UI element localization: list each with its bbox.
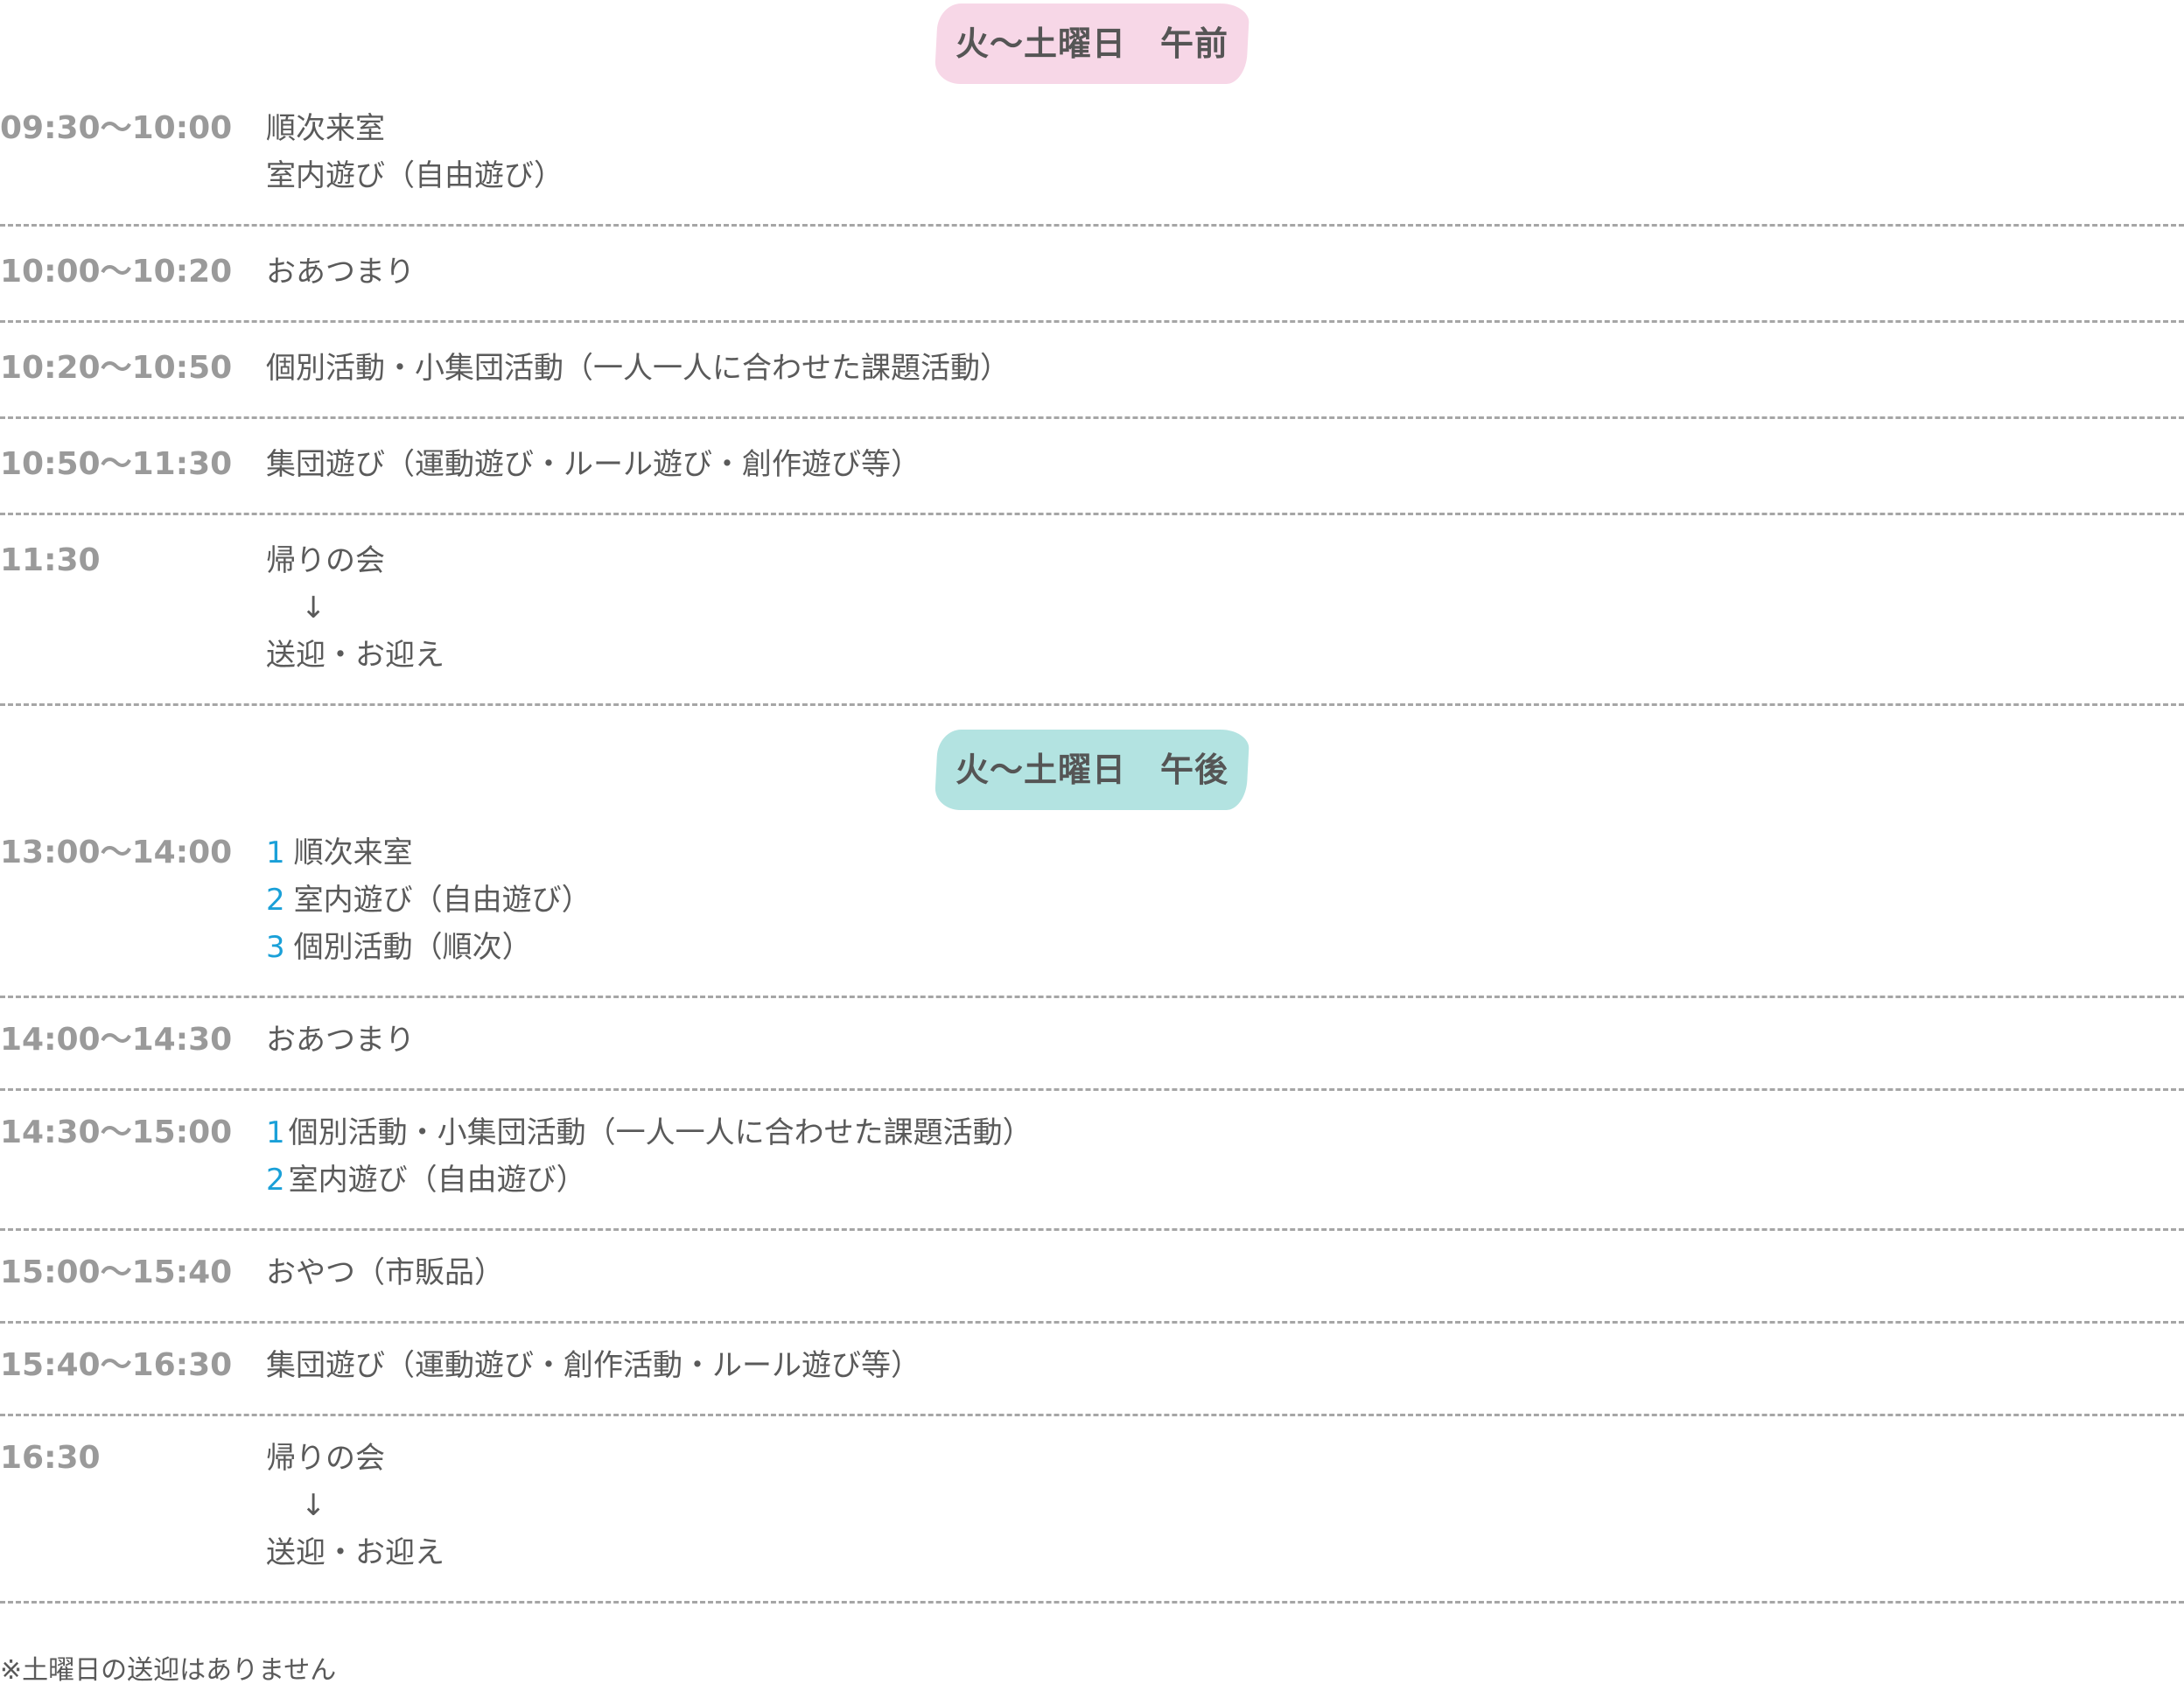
- row-divider: [0, 1321, 2184, 1324]
- row-time: 09:30〜10:00: [0, 110, 233, 146]
- activity-line: 順次来室: [266, 111, 385, 146]
- activity-text: 室内遊び（自由遊び）: [293, 883, 592, 918]
- morning-title-badge: 火〜土曜日 午前: [934, 3, 1250, 84]
- row-divider: [0, 1088, 2184, 1091]
- row-time: 15:00〜15:40: [0, 1254, 233, 1290]
- row-time: 14:30〜15:00: [0, 1115, 233, 1150]
- activity-text: 個別活動・小集団活動（一人一人に合わせた課題活動）: [288, 1115, 1032, 1150]
- down-arrow-icon: ↓: [301, 1488, 326, 1523]
- activity-line: 集団遊び（運動遊び・創作活動・ルール遊び等）: [266, 1348, 920, 1383]
- activity-line: 個別活動・小集団活動（一人一人に合わせた課題活動）: [266, 351, 1010, 386]
- afternoon-title-badge: 火〜土曜日 午後: [934, 730, 1250, 810]
- item-number: 1: [266, 1115, 285, 1150]
- row-divider: [0, 703, 2184, 706]
- row-time: 13:00〜14:00: [0, 835, 233, 870]
- row-divider: [0, 1228, 2184, 1231]
- row-activities: 帰りの会 ↓ 送迎・お迎え: [266, 537, 444, 679]
- item-number: 2: [266, 883, 285, 918]
- row-divider: [0, 513, 2184, 515]
- footer-note: ※土曜日の送迎はありません: [0, 1655, 337, 1686]
- morning-title: 火〜土曜日 午前: [955, 24, 1228, 63]
- down-arrow-icon: ↓: [301, 590, 326, 625]
- row-activities: 集団遊び（運動遊び・創作活動・ルール遊び等）: [266, 1342, 920, 1389]
- row-time: 14:00〜14:30: [0, 1022, 233, 1058]
- item-number: 1: [266, 835, 285, 870]
- activity-text: 順次来室: [293, 835, 413, 870]
- row-activities: 集団遊び（運動遊び・ルール遊び・創作遊び等）: [266, 441, 920, 488]
- activity-text: 個別活動（順次）: [293, 930, 532, 965]
- activity-line: おやつ（市販品）: [266, 1255, 504, 1290]
- activity-line: 帰りの会: [266, 543, 385, 578]
- row-divider: [0, 320, 2184, 323]
- row-activities: おやつ（市販品）: [266, 1249, 504, 1296]
- row-activities: 帰りの会 ↓ 送迎・お迎え: [266, 1435, 444, 1576]
- afternoon-title: 火〜土曜日 午後: [955, 751, 1228, 789]
- row-activities: 個別活動・小集団活動（一人一人に合わせた課題活動）: [266, 345, 1010, 392]
- row-time: 10:00〜10:20: [0, 254, 233, 290]
- activity-line: 送迎・お迎え: [266, 638, 444, 673]
- row-divider: [0, 224, 2184, 227]
- activity-line: 帰りの会: [266, 1441, 385, 1476]
- row-activities: おあつまり: [266, 1017, 415, 1064]
- row-divider: [0, 416, 2184, 419]
- activity-text: 室内遊び（自由遊び）: [288, 1163, 586, 1198]
- activity-line: 送迎・お迎え: [266, 1535, 444, 1570]
- morning-section-header: 火〜土曜日 午前: [0, 3, 2184, 84]
- row-time: 10:20〜10:50: [0, 350, 233, 386]
- row-divider: [0, 996, 2184, 998]
- row-divider: [0, 1601, 2184, 1604]
- afternoon-section-header: 火〜土曜日 午後: [0, 730, 2184, 810]
- row-activities: おあつまり: [266, 248, 415, 296]
- row-time: 15:40〜16:30: [0, 1347, 233, 1383]
- row-activities: 順次来室 室内遊び（自由遊び）: [266, 105, 564, 199]
- item-number: 3: [266, 930, 285, 965]
- activity-line: 室内遊び（自由遊び）: [266, 158, 564, 193]
- row-time: 11:30: [0, 542, 101, 578]
- activity-line: 集団遊び（運動遊び・ルール遊び・創作遊び等）: [266, 447, 920, 482]
- row-divider: [0, 1414, 2184, 1416]
- activity-line: おあつまり: [266, 255, 415, 290]
- activity-line: おあつまり: [266, 1023, 415, 1058]
- item-number: 2: [266, 1163, 285, 1198]
- row-time: 16:30: [0, 1440, 101, 1476]
- row-time: 10:50〜11:30: [0, 446, 233, 482]
